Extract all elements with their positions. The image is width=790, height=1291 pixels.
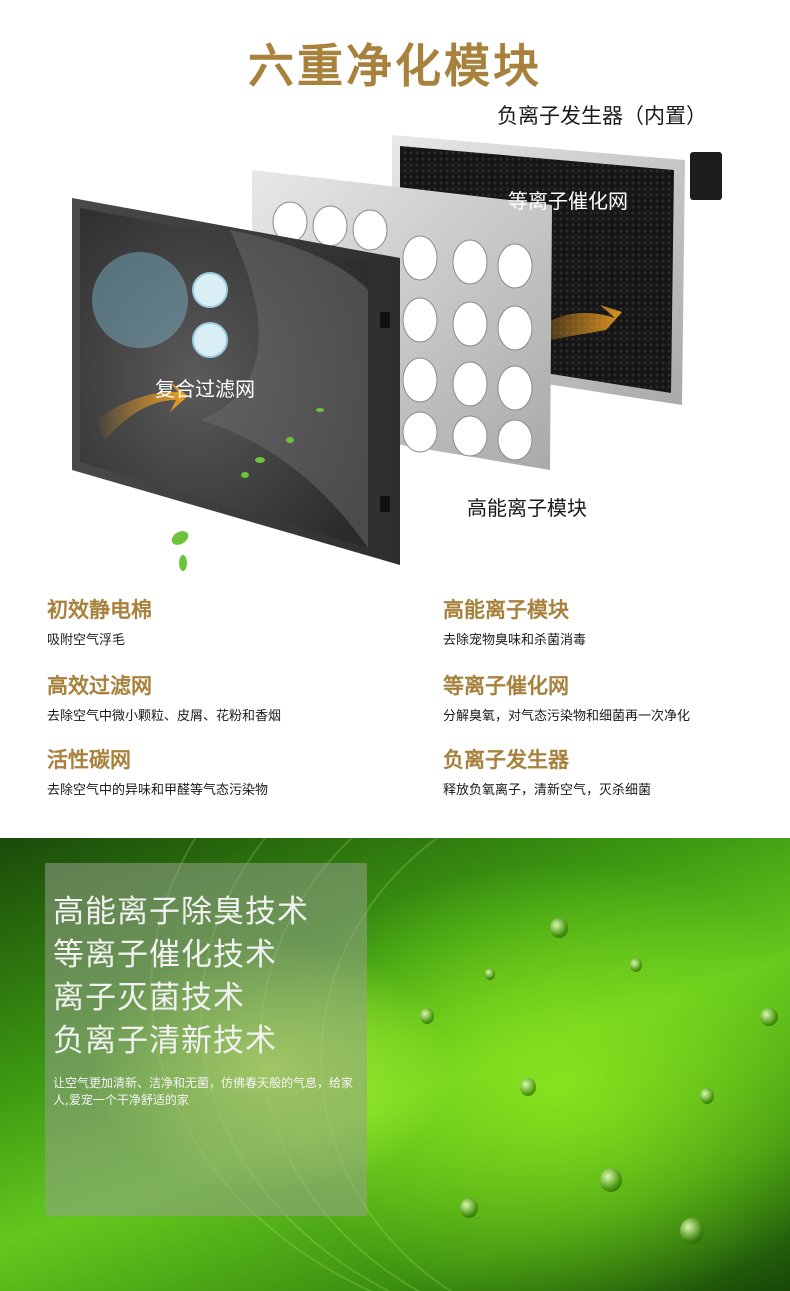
filter-stack-graphic <box>72 135 722 571</box>
technology-item: 离子灭菌技术 <box>53 980 245 1016</box>
water-drop <box>700 1088 714 1104</box>
feature-item: 负离子发生器 释放负氧离子，清新空气，灭杀细菌 <box>443 744 651 798</box>
water-drop <box>630 958 642 972</box>
technology-item: 高能离子除臭技术 <box>53 894 309 930</box>
water-drop <box>680 1218 704 1244</box>
water-drop <box>485 968 495 980</box>
water-drop <box>600 1168 622 1192</box>
label-plasma-catalytic-mesh: 等离子催化网 <box>508 189 628 213</box>
technology-overlay-panel: 高能离子除臭技术 等离子催化技术 离子灭菌技术 负离子清新技术 让空气更加清新、… <box>45 863 367 1216</box>
bacteria-icon <box>192 322 228 358</box>
technology-item: 负离子清新技术 <box>53 1023 277 1059</box>
feature-item: 初效静电棉 吸附空气浮毛 <box>47 594 152 648</box>
technology-list: 高能离子除臭技术 等离子催化技术 离子灭菌技术 负离子清新技术 <box>53 891 309 1063</box>
feature-item: 等离子催化网 分解臭氧，对气态污染物和细菌再一次净化 <box>443 670 690 724</box>
banner-description: 让空气更加清新、洁净和无菌，仿佛春天般的气息，给家人,爱宠一个干净舒适的家 <box>53 1076 354 1107</box>
leaf-banner: 高能离子除臭技术 等离子催化技术 离子灭菌技术 负离子清新技术 让空气更加清新、… <box>0 838 790 1291</box>
feature-desc: 分解臭氧，对气态污染物和细菌再一次净化 <box>443 709 691 724</box>
feature-desc: 去除宠物臭味和杀菌消毒 <box>443 633 587 648</box>
filter-modules-illustration: 负离子发生器（内置） 等离子催化网 复合过滤网 高能离子模块 <box>0 104 790 580</box>
label-negative-ion-generator: 负离子发生器（内置） <box>497 104 707 128</box>
feature-title: 初效静电棉 <box>47 598 152 622</box>
water-drop <box>550 918 568 938</box>
feature-item: 高能离子模块 去除宠物臭味和杀菌消毒 <box>443 594 586 648</box>
feature-desc: 释放负氧离子，清新空气，灭杀细菌 <box>443 783 652 798</box>
water-drop <box>460 1198 478 1218</box>
feature-desc: 吸附空气浮毛 <box>47 633 126 648</box>
negative-ion-generator-box <box>690 152 722 200</box>
feature-title: 负离子发生器 <box>443 748 569 772</box>
feature-title: 等离子催化网 <box>443 674 569 698</box>
feature-desc: 去除空气中微小颗粒、皮屑、花粉和香烟 <box>47 709 282 724</box>
water-drop <box>420 1008 434 1024</box>
water-drop <box>760 1008 778 1026</box>
feature-title: 高能离子模块 <box>443 598 569 622</box>
water-drop <box>520 1078 536 1096</box>
feature-desc: 去除空气中的异味和甲醛等气态污染物 <box>47 783 269 798</box>
label-composite-filter: 复合过滤网 <box>155 377 255 401</box>
feature-item: 活性碳网 去除空气中的异味和甲醛等气态污染物 <box>47 744 268 798</box>
airflow-arrow <box>95 380 188 440</box>
feature-title: 活性碳网 <box>47 748 131 772</box>
virus-icon <box>192 272 228 308</box>
magnified-bacteria-circle <box>92 252 188 348</box>
feature-title: 高效过滤网 <box>47 674 152 698</box>
label-high-energy-ion-module: 高能离子模块 <box>467 496 587 520</box>
technology-item: 等离子催化技术 <box>53 937 277 973</box>
page-title: 六重净化模块 <box>248 39 542 93</box>
leaf-vein <box>320 838 790 1291</box>
feature-item: 高效过滤网 去除空气中微小颗粒、皮屑、花粉和香烟 <box>47 670 281 724</box>
